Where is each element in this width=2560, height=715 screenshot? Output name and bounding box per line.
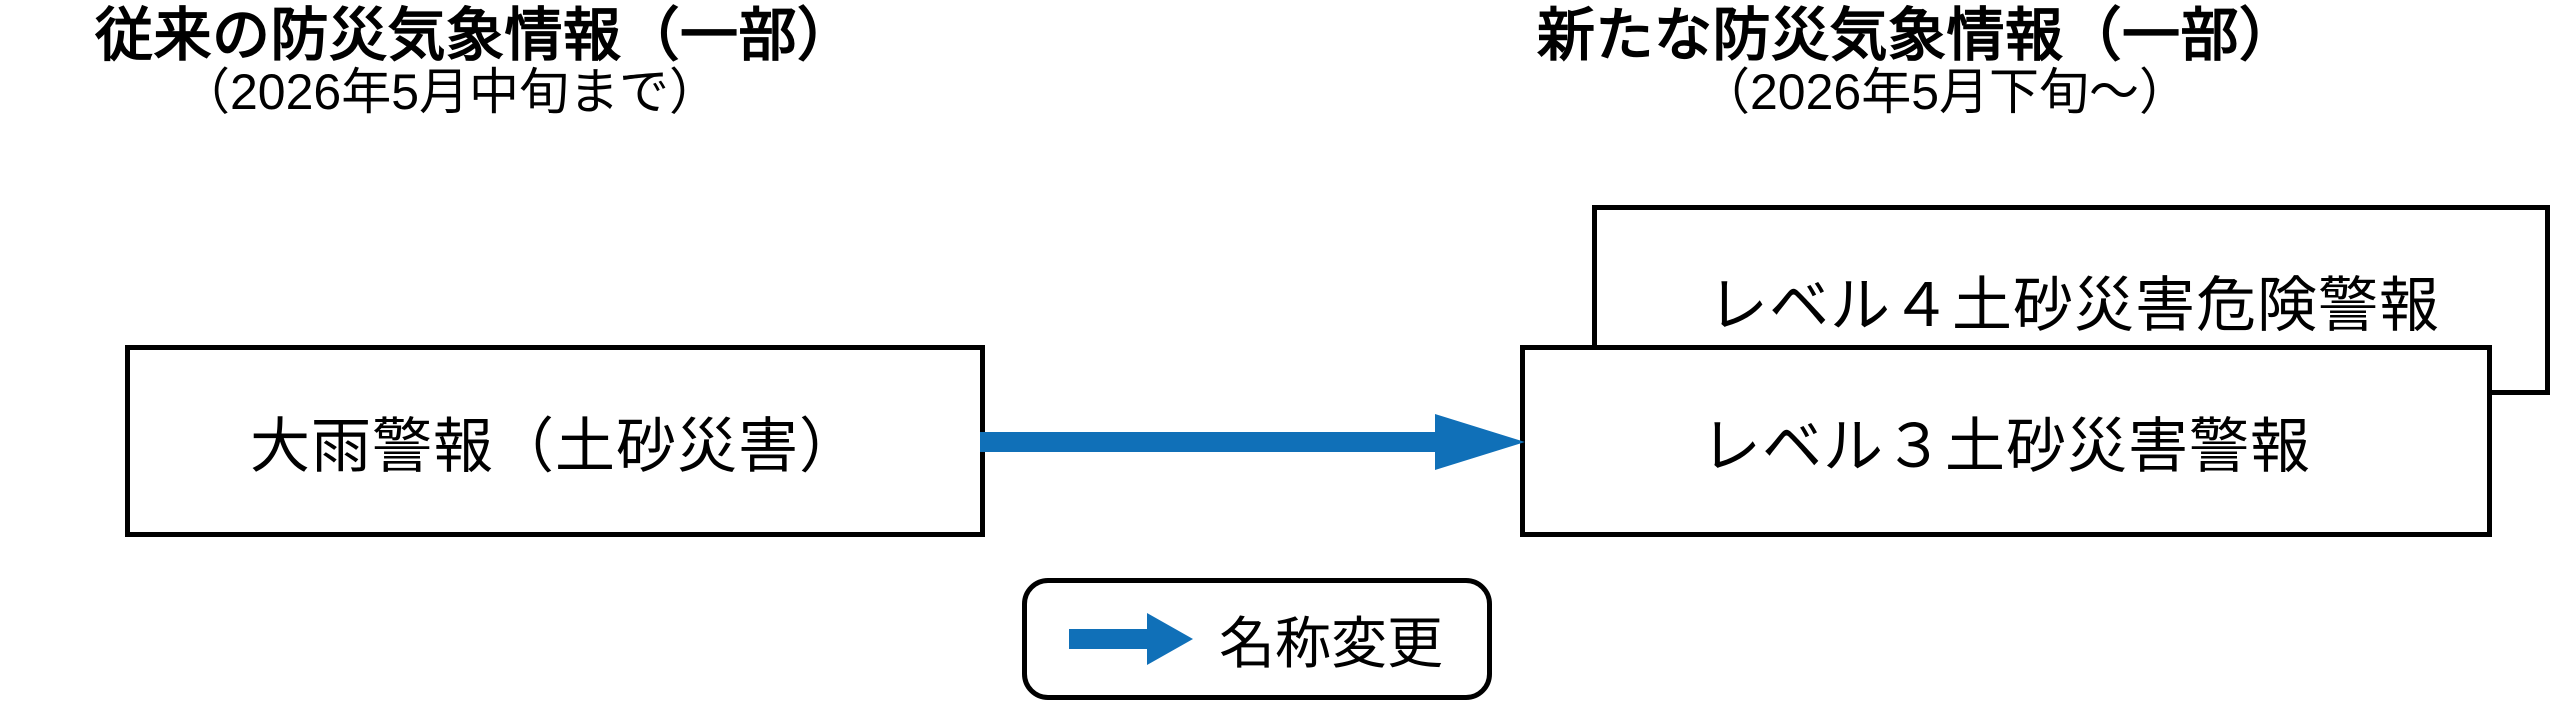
- arrow-right-icon: [980, 414, 1525, 470]
- box-new-level4-landslide-danger-warning-label: レベル４土砂災害危険警報: [1708, 271, 2440, 339]
- box-old-heavy-rain-warning-label: 大雨警報（土砂災害）: [250, 412, 860, 480]
- box-new-level3-landslide-warning[interactable]: レベル３土砂災害警報: [1520, 345, 2492, 537]
- new-column-subtitle: （2026年5月下旬〜）: [1700, 64, 2190, 120]
- old-column-title: 従来の防災気象情報（一部）: [95, 3, 856, 68]
- box-new-level3-landslide-warning-label: レベル３土砂災害警報: [1701, 412, 2311, 480]
- box-old-heavy-rain-warning[interactable]: 大雨警報（土砂災害）: [125, 345, 985, 537]
- arrow-right-icon: [1069, 613, 1193, 665]
- old-column-subtitle: （2026年5月中旬まで）: [180, 64, 720, 120]
- new-column-title: 新たな防災気象情報（一部）: [1537, 3, 2298, 68]
- legend-name-change: 名称変更: [1022, 578, 1492, 700]
- legend-label: 名称変更: [1219, 611, 1443, 675]
